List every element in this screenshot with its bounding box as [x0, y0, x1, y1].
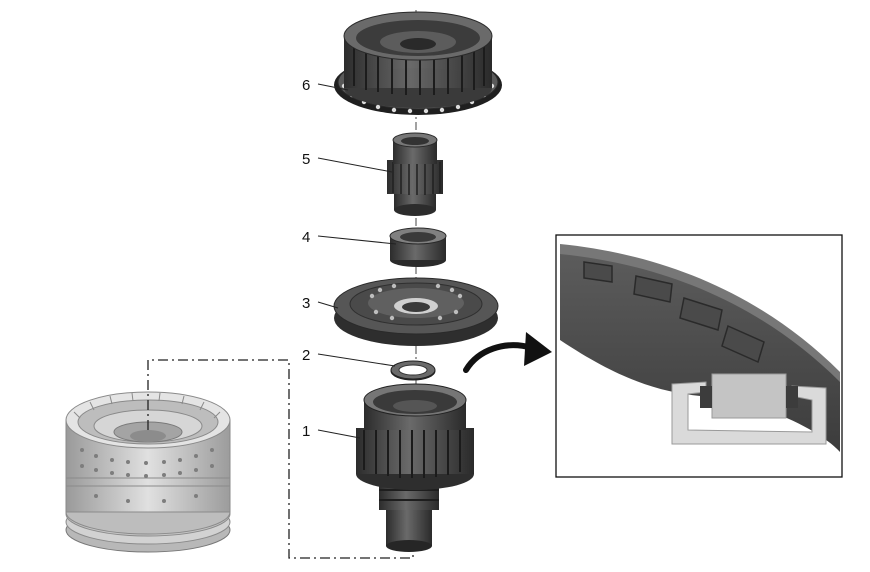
- part-3-pressure-plate: [333, 277, 499, 346]
- callout-2: 2: [302, 347, 310, 364]
- callout-6: 6: [302, 77, 310, 94]
- callout-1: 1: [302, 423, 310, 440]
- callout-5: 5: [302, 151, 310, 168]
- part-1-clutch-hub: [356, 383, 474, 552]
- callout-3: 3: [302, 295, 310, 312]
- callout-4: 4: [302, 229, 310, 246]
- housing-perforations: [80, 448, 214, 503]
- part-4-sleeve: [389, 227, 447, 267]
- part-2-thrust-washer: [390, 360, 436, 381]
- assembly-guide-line: [147, 359, 414, 559]
- leader-lines: [317, 83, 397, 439]
- part-5-gear-shaft: [387, 132, 443, 216]
- detail-arrow: [463, 332, 552, 373]
- part-6-clutch-drum: [334, 11, 502, 115]
- detail-inset: [555, 234, 843, 478]
